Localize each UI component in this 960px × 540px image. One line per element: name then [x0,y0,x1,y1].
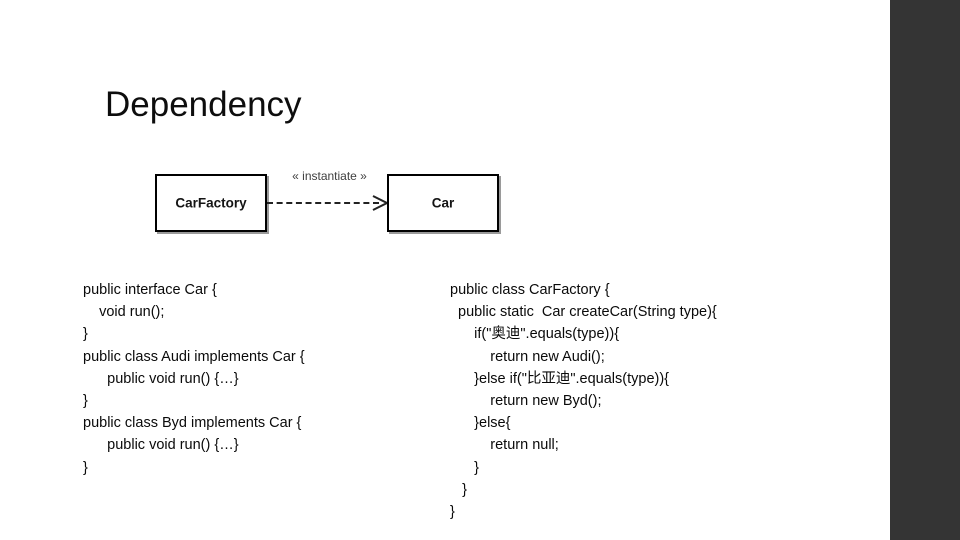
code-right-line: return null; [450,437,559,454]
code-right-line: return new Audi(); [450,348,605,365]
code-left-line: public interface Car { [83,282,217,298]
uml-dashed-line [267,202,379,204]
page-title: Dependency [105,85,302,124]
code-right-line: public class CarFactory { [450,282,610,298]
code-block-interface-and-impls: public interface Car { void run();} publi… [83,279,305,479]
uml-dependency-diagram: CarFactory « instantiate » Car [150,168,510,243]
code-right-line: } [450,504,455,521]
code-right-line: public static Car createCar(String type)… [450,304,717,321]
code-left-line: } [83,459,88,476]
code-left-line: void run(); [83,304,165,321]
uml-dependency-connector: « instantiate » [267,168,392,243]
uml-class-label-car: Car [431,195,455,211]
code-left-line: } [83,326,88,343]
uml-stereotype-label: « instantiate » [292,169,367,183]
code-right-line: } [450,481,467,498]
code-right-line: }else if("比亚迪".equals(type)){ [450,370,670,387]
uml-class-box-carfactory: CarFactory [155,174,267,232]
right-decorative-band [890,0,960,540]
code-left-line: public void run() {…} [83,437,239,454]
code-left-line: public void run() {…} [83,370,239,387]
code-left-line: public class Byd implements Car { [83,415,302,432]
code-left-line: public class Audi implements Car { [83,348,305,365]
uml-class-label-carfactory: CarFactory [175,195,247,211]
code-block-factory: public class CarFactory { public static … [450,279,717,523]
code-right-line: if("奥迪".equals(type)){ [450,326,620,343]
code-right-line: } [450,459,480,476]
code-right-line: }else{ [450,415,511,432]
code-right-line: return new Byd(); [450,393,602,410]
uml-class-box-car: Car [387,174,499,232]
code-left-line: } [83,393,88,410]
